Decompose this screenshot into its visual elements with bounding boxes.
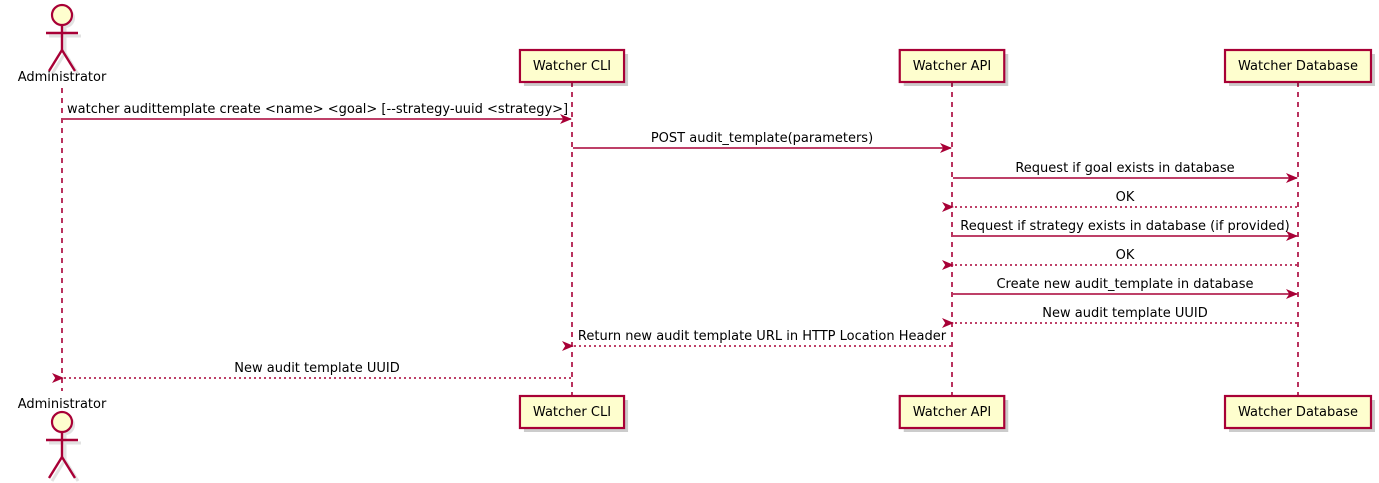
- message-label-9: Return new audit template URL in HTTP Lo…: [577, 329, 947, 344]
- message-label-2: POST audit_template(parameters): [650, 131, 874, 146]
- box-rect: [1223, 48, 1373, 84]
- participant-box-watcher-cli-top: [518, 48, 629, 86]
- message-label-5: Request if strategy exists in database (…: [960, 219, 1290, 234]
- actor-label-administrator-top: Administrator: [17, 70, 107, 85]
- participant-label-watcher-api-top: Watcher API: [912, 59, 992, 74]
- message-label-10: New audit template UUID: [234, 361, 400, 376]
- participant-box-watcher-cli-bottom: [518, 394, 629, 432]
- message-label-7: Create new audit_template in database: [996, 277, 1254, 292]
- actor-figure-administrator-bottom: [46, 410, 81, 482]
- actor-leg-right: [60, 49, 77, 72]
- actor-leg-left: [47, 49, 64, 72]
- participant-box-watcher-database-top: [1223, 48, 1375, 86]
- box-rect: [518, 394, 626, 430]
- message-label-6: OK: [1115, 248, 1135, 263]
- participant-box-watcher-database-bottom: [1223, 394, 1375, 432]
- message-label-3: Request if goal exists in database: [1015, 161, 1235, 176]
- actor-label-administrator-bottom: Administrator: [17, 397, 107, 412]
- message-label-1: watcher audittemplate create <name> <goa…: [67, 102, 569, 117]
- participant-label-watcher-api-bottom: Watcher API: [912, 405, 992, 420]
- actor-leg-left: [47, 456, 64, 479]
- lifelines-group: [61, 82, 1299, 396]
- message-label-4: OK: [1115, 190, 1135, 205]
- participant-boxes-group: [518, 48, 1375, 432]
- actor-figure-administrator: [46, 3, 81, 75]
- box-rect: [898, 48, 1006, 84]
- participant-box-watcher-api-top: [898, 48, 1009, 86]
- actor-head: [50, 410, 74, 434]
- message-label-8: New audit template UUID: [1042, 306, 1208, 321]
- participant-label-watcher-database-top: Watcher Database: [1237, 59, 1358, 74]
- box-rect: [1223, 394, 1373, 430]
- actor-figures-group: [46, 3, 81, 482]
- actor-leg-right: [60, 456, 77, 479]
- message-arrows-group: [52, 114, 1298, 383]
- participant-box-watcher-api-bottom: [898, 394, 1009, 432]
- box-rect: [898, 394, 1006, 430]
- actor-head: [50, 3, 74, 27]
- participant-label-watcher-database-bottom: Watcher Database: [1237, 405, 1358, 420]
- box-rect: [518, 48, 626, 84]
- participant-label-watcher-cli-bottom: Watcher CLI: [532, 405, 612, 420]
- participant-label-watcher-cli-top: Watcher CLI: [532, 59, 612, 74]
